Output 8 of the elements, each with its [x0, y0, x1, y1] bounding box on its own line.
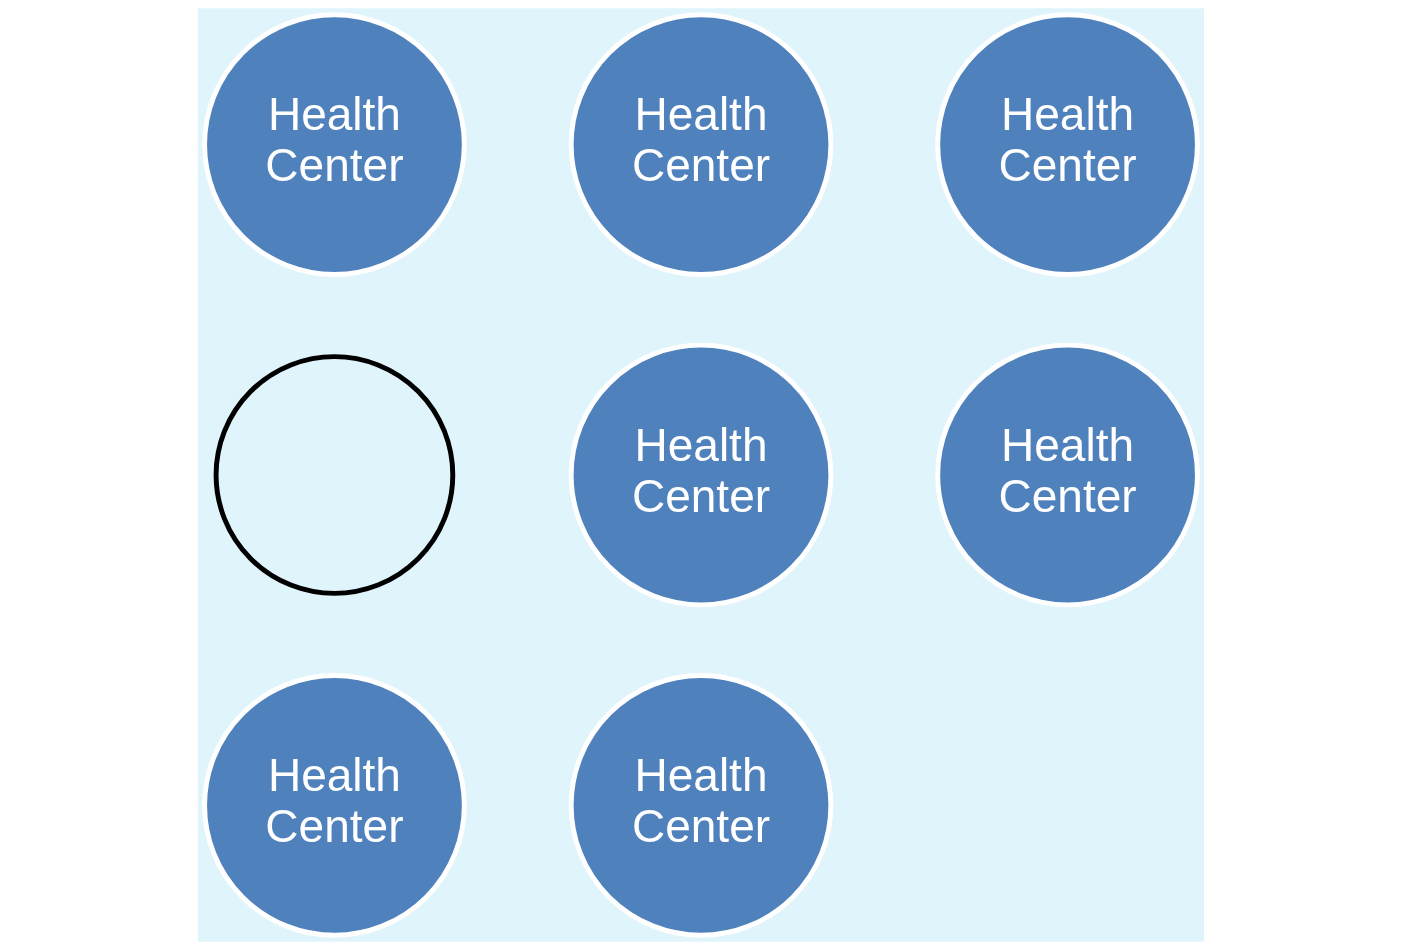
node-circle [213, 354, 455, 596]
node-circle: Health Center [201, 12, 467, 277]
node-circle: Health Center [568, 12, 833, 277]
node-circle: Health Center [201, 673, 467, 938]
node-circle: Health Center [568, 342, 833, 608]
node-circle: Health Center [934, 342, 1200, 608]
node-circle: Health Center [568, 673, 833, 938]
node-circle: Health Center [934, 12, 1200, 277]
